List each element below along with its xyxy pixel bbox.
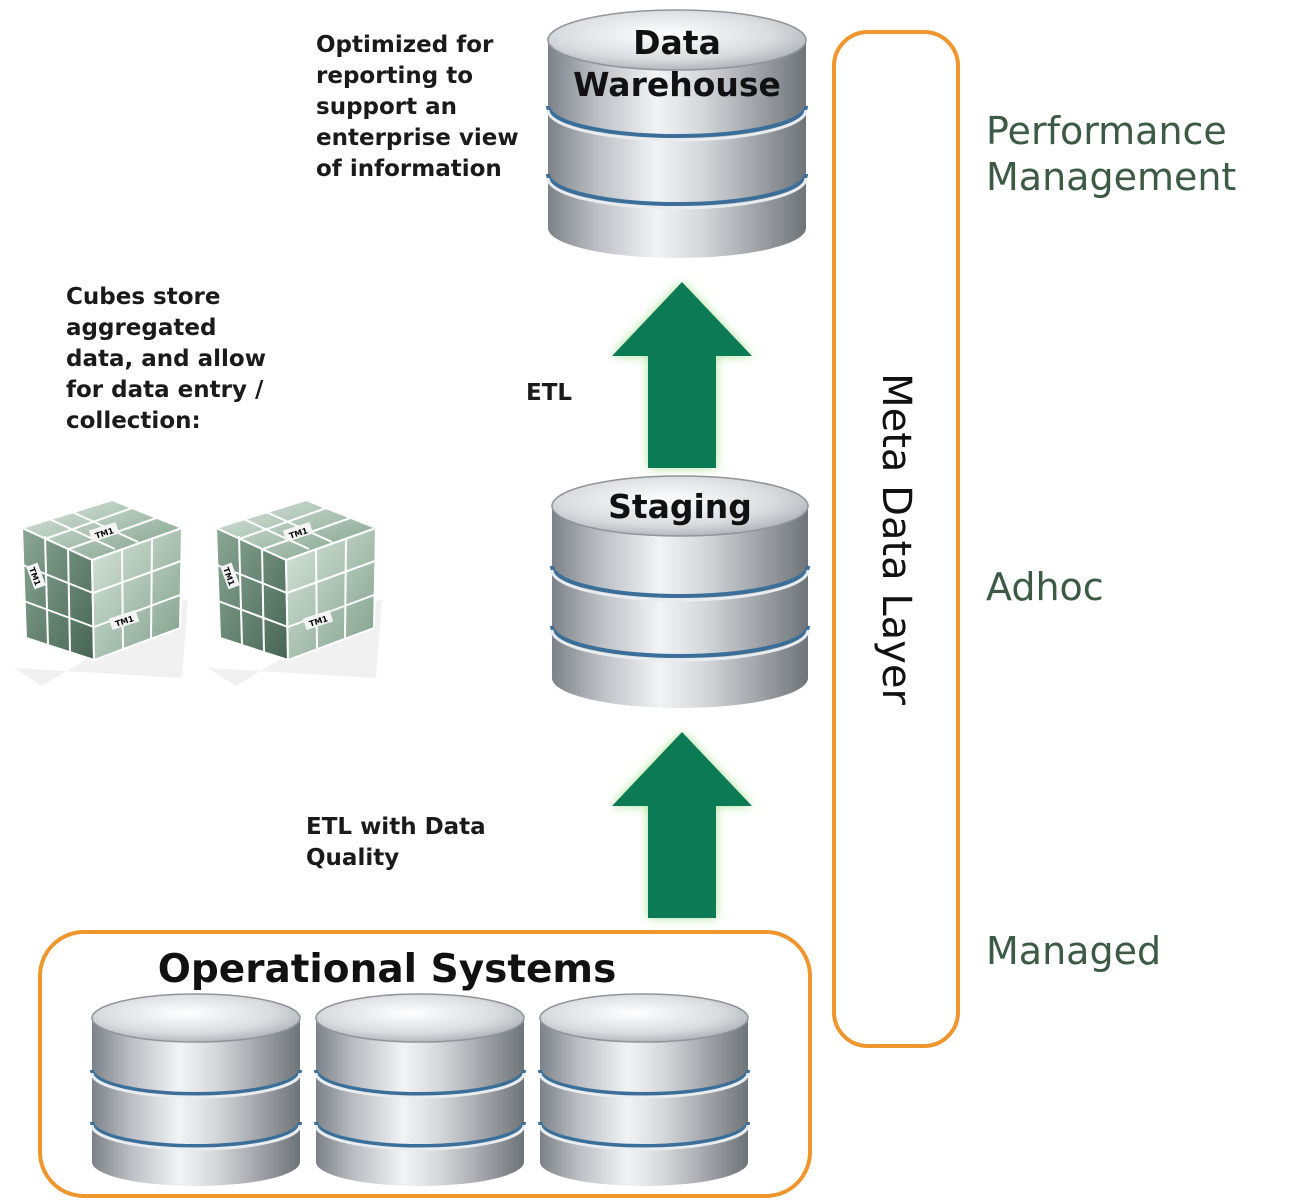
operational-db-icon-1 bbox=[90, 993, 302, 1186]
cubes-note: Cubes store aggregated data, and allow f… bbox=[66, 284, 266, 434]
data-warehouse-icon bbox=[546, 9, 808, 258]
etl-arrow-icon bbox=[612, 282, 752, 468]
operational-systems-box bbox=[38, 930, 812, 1198]
meta-data-layer-box bbox=[832, 30, 960, 1048]
category-adhoc: Adhoc bbox=[986, 565, 1104, 609]
etl-data-quality-label: ETL with Data Quality bbox=[306, 814, 486, 871]
operational-systems-label: Operational Systems bbox=[157, 947, 617, 992]
category-managed: Managed bbox=[986, 929, 1162, 973]
warehouse-note: Optimized for reporting to support an en… bbox=[316, 32, 519, 182]
category-performance-management: Performance Management bbox=[986, 109, 1237, 199]
staging-icon bbox=[550, 475, 810, 708]
meta-data-layer-label: Meta Data Layer bbox=[873, 373, 919, 705]
data-warehouse-label: Data Warehouse bbox=[573, 23, 781, 104]
staging-label: Staging bbox=[608, 487, 752, 526]
etl-data-quality-arrow-icon bbox=[612, 732, 752, 918]
operational-db-icon-3 bbox=[538, 993, 750, 1186]
meta-data-layer-container: Meta Data Layer bbox=[832, 30, 960, 1048]
operational-db-icon-2 bbox=[314, 993, 526, 1186]
etl-label: ETL bbox=[526, 380, 573, 406]
tm1-cube-icon-right: TM1 TM1 TM1 bbox=[208, 498, 382, 686]
tm1-cube-icon-left: TM1 TM1 TM1 bbox=[14, 498, 188, 686]
